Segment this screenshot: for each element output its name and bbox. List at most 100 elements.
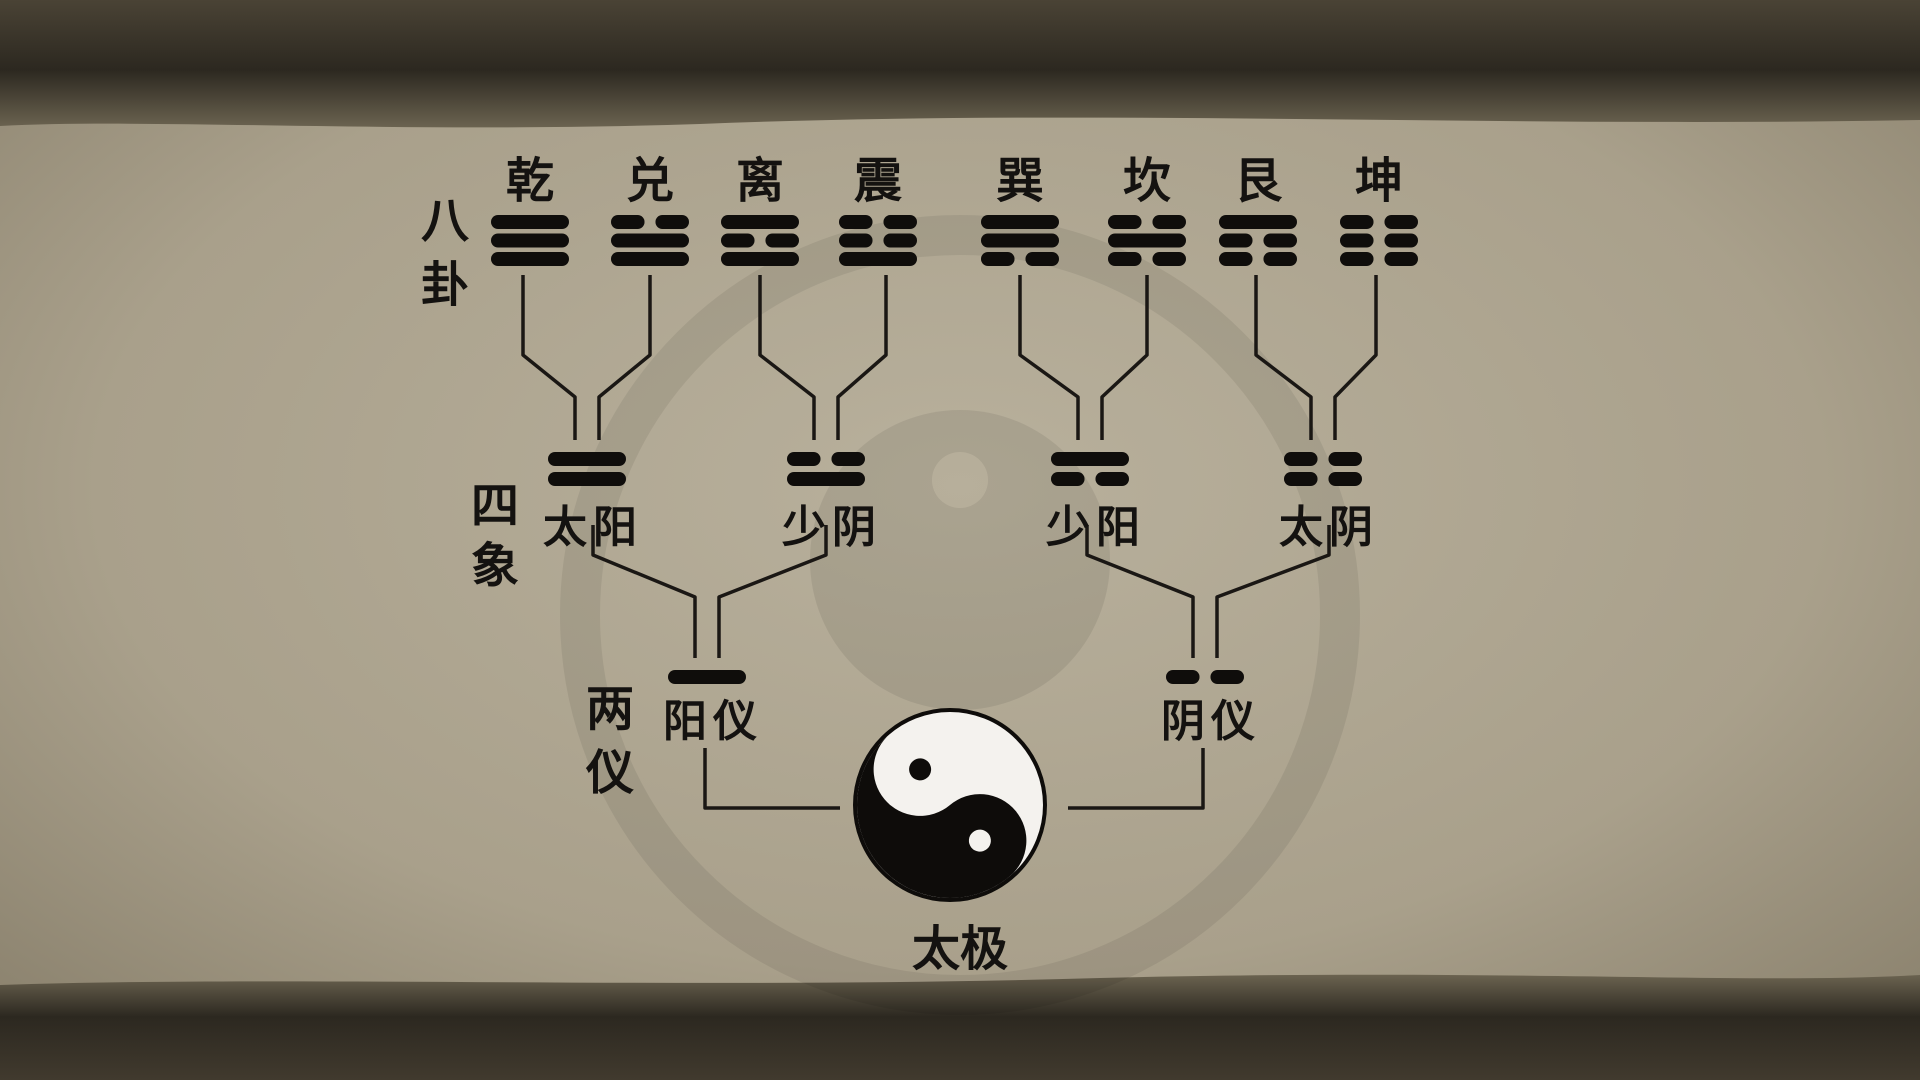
trigram-yang-line [721, 215, 799, 229]
connector-line [521, 275, 577, 440]
connector-line [1215, 525, 1331, 658]
four-images-row: 太阳少阴少阳太阴 [543, 452, 1373, 553]
four-image-2: 少阴 [782, 452, 876, 553]
trigram-yang-line [491, 215, 569, 229]
four-image-yang-line [548, 472, 626, 486]
trigram-name: 坎 [1123, 153, 1171, 209]
trigram-3: 离 [721, 153, 799, 266]
trigram-name: 乾 [506, 153, 554, 209]
trigram-yin-line-left [611, 215, 645, 229]
connector-line [1068, 748, 1205, 810]
trigram-yin-line-right [1384, 252, 1418, 266]
level-label-bagua: 八卦 [421, 193, 470, 313]
top-ink-band [0, 0, 1920, 128]
two-modes-row: 阳仪阴仪 [663, 670, 1255, 747]
two-mode-char-1: 阳 [663, 696, 707, 747]
connector-line [703, 748, 840, 810]
trigram-yin-line-left [839, 215, 873, 229]
trigram-yin-line-right [655, 215, 689, 229]
trigram-yin-line-left [721, 233, 755, 248]
trigram-yin-line-left [1108, 252, 1142, 266]
four-image-3: 少阳 [1046, 452, 1140, 553]
connector-line [717, 525, 828, 658]
four-image-char-2: 阳 [593, 502, 637, 553]
two-mode-char-2: 仪 [712, 696, 757, 747]
connector-line [1100, 275, 1149, 440]
trigram-yin-line-left [1108, 215, 1142, 229]
four-image-char-2: 阳 [1096, 502, 1140, 553]
trigram-6: 坎 [1108, 153, 1186, 266]
four-image-yang-line [1051, 452, 1129, 466]
trigram-yin-line-left [981, 252, 1015, 266]
trigram-7: 艮 [1219, 153, 1297, 266]
connector-line [836, 275, 888, 440]
level-label-liangyi: 两仪 [585, 681, 634, 801]
level-label-sixiang: 四象 [471, 478, 519, 594]
trigram-yin-line-right [765, 233, 799, 248]
trigram-name: 艮 [1234, 153, 1283, 209]
trigram-yang-line [611, 233, 689, 248]
trigram-yin-line-right [883, 215, 917, 229]
four-image-char-1: 太 [1279, 502, 1323, 553]
four-image-yin-line-right [831, 452, 865, 466]
level-label-taiji: 太极 [912, 921, 1008, 977]
four-image-yin-line-left [1051, 472, 1085, 486]
two-mode-1: 阳仪 [663, 670, 757, 747]
trigram-yang-line [611, 252, 689, 266]
trigram-yin-line-right [1384, 215, 1418, 229]
connector-line [1018, 275, 1080, 440]
trigram-yin-line-right [1384, 233, 1418, 248]
trigram-name: 坤 [1355, 153, 1403, 209]
four-image-yin-line-right [1328, 472, 1362, 486]
two-mode-char-2: 仪 [1210, 696, 1255, 747]
trigram-yin-line-right [1025, 252, 1059, 266]
connector-line [758, 275, 816, 440]
trigram-yin-line-right [1263, 233, 1297, 248]
connector-line [1085, 525, 1195, 658]
trigram-1: 乾 [491, 153, 569, 266]
two-mode-yin-line-left [1166, 670, 1200, 684]
four-image-4: 太阴 [1279, 452, 1373, 553]
four-image-yin-line-right [1328, 452, 1362, 466]
trigram-yin-line-right [1263, 252, 1297, 266]
four-image-yin-line-right [1095, 472, 1129, 486]
trigram-row: 乾兑离震巽坎艮坤 [491, 153, 1418, 266]
trigram-yang-line [1108, 233, 1186, 248]
trigram-yang-line [721, 252, 799, 266]
four-image-yang-line [548, 452, 626, 466]
trigram-yang-line [491, 233, 569, 248]
trigram-yang-line [491, 252, 569, 266]
two-mode-2: 阴仪 [1161, 670, 1255, 747]
trigram-yang-line [1219, 215, 1297, 229]
trigram-yin-line-left [1340, 215, 1374, 229]
four-image-yin-line-left [1284, 472, 1318, 486]
trigram-yin-line-left [1340, 252, 1374, 266]
trigram-yin-line-left [1219, 252, 1253, 266]
trigram-yang-line [839, 252, 917, 266]
connector-line [1254, 275, 1313, 440]
trigram-yang-line [981, 215, 1059, 229]
taiji-icon [853, 708, 1047, 902]
four-image-yin-line-left [787, 452, 821, 466]
faint-bagua-watermark [560, 215, 1360, 1015]
trigram-yin-line-left [1219, 233, 1253, 248]
trigram-name: 兑 [626, 153, 674, 209]
two-mode-yang-line [668, 670, 746, 684]
four-image-char-1: 太 [543, 502, 587, 553]
bottom-ink-band [0, 974, 1920, 1080]
four-image-char-2: 阴 [832, 502, 876, 553]
connector-line [597, 275, 652, 440]
two-mode-char-1: 阴 [1161, 696, 1205, 747]
trigram-4: 震 [839, 153, 917, 266]
connector-lines [521, 275, 1378, 810]
two-mode-yin-line-right [1210, 670, 1244, 684]
trigram-2: 兑 [611, 153, 689, 266]
four-image-1: 太阳 [543, 452, 637, 553]
trigram-8: 坤 [1340, 153, 1418, 266]
trigram-yin-line-right [883, 233, 917, 248]
four-image-char-2: 阴 [1329, 502, 1373, 553]
trigram-name: 震 [854, 153, 902, 209]
trigram-yin-line-left [1340, 233, 1374, 248]
